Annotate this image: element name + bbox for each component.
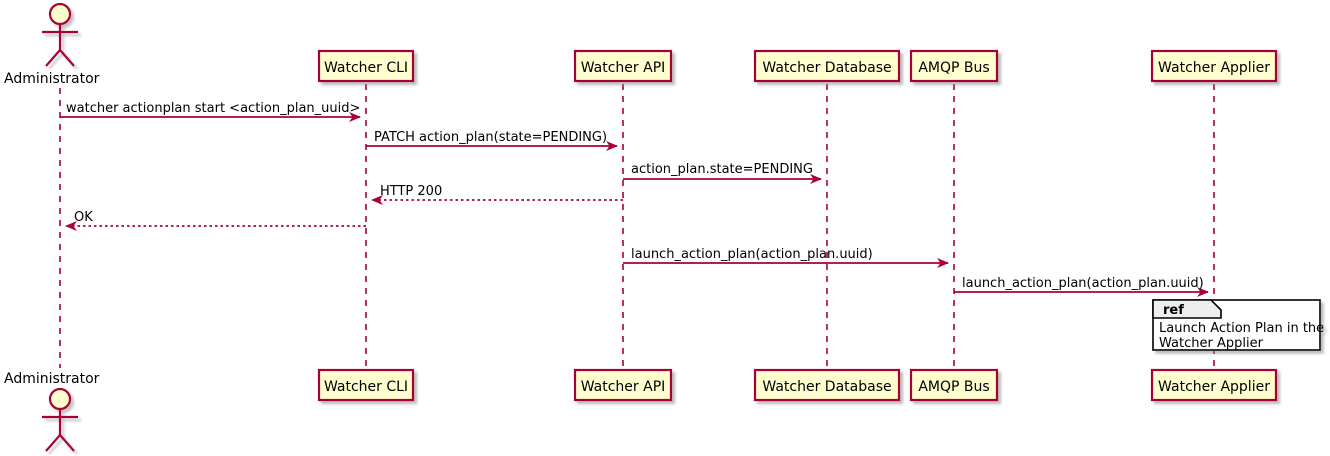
participant-box-watcher-api[interactable] [573, 49, 673, 83]
message-label-4: HTTP 200 [380, 184, 442, 199]
participant-box-watcher-applier-bottom[interactable] [1150, 368, 1278, 402]
actor-head-icon-bottom [48, 387, 72, 411]
participant-header-watcher-cli[interactable]: Watcher CLI [317, 49, 415, 83]
participant-label-watcher-cli-bottom: Watcher CLI [324, 379, 408, 395]
message-label-2: PATCH action_plan(state=PENDING) [374, 130, 607, 145]
actor-left-leg-line-bottom [45, 434, 61, 452]
participant-label-watcher-database: Watcher Database [762, 60, 891, 76]
participant-label-watcher-applier-bottom: Watcher Applier [1158, 379, 1270, 395]
participant-box-watcher-applier[interactable] [1150, 49, 1278, 83]
participant-box-watcher-cli[interactable] [317, 49, 415, 83]
message-1: watcher actionplan start <action_plan_uu… [60, 101, 361, 122]
message-label-7: launch_action_plan(action_plan.uuid) [962, 276, 1204, 291]
ref-fragment-tab [1152, 299, 1222, 319]
participant-box-amqp-bus-bottom[interactable] [909, 368, 999, 402]
participant-label-amqp-bus: AMQP Bus [918, 60, 989, 76]
ref-fragment[interactable]: ref Launch Action Plan in the Watcher Ap… [1152, 299, 1324, 351]
participant-label-watcher-applier: Watcher Applier [1158, 60, 1270, 76]
actor-right-leg-line-bottom [59, 434, 75, 452]
actor-right-leg-line [59, 49, 75, 67]
message-label-5: OK [74, 210, 93, 225]
ref-fragment-line-2: Watcher Applier [1159, 336, 1264, 351]
message-6: launch_action_plan(action_plan.uuid) [623, 247, 949, 268]
participant-footer-watcher-database[interactable]: Watcher Database [753, 368, 901, 402]
lifelines-group [59, 84, 1215, 370]
participant-footer-amqp-bus[interactable]: AMQP Bus [909, 368, 999, 402]
participant-box-watcher-api-bottom[interactable] [573, 368, 673, 402]
participant-box-amqp-bus[interactable] [909, 49, 999, 83]
participant-label-watcher-database-bottom: Watcher Database [762, 379, 891, 395]
participant-header-watcher-api[interactable]: Watcher API [573, 49, 673, 83]
participant-footer-watcher-cli[interactable]: Watcher CLI [317, 368, 415, 402]
participant-header-watcher-database[interactable]: Watcher Database [753, 49, 901, 83]
message-label-1: watcher actionplan start <action_plan_uu… [66, 101, 360, 116]
message-3: action_plan.state=PENDING [623, 162, 822, 184]
message-label-6: launch_action_plan(action_plan.uuid) [631, 247, 873, 262]
ref-fragment-line-1: Launch Action Plan in the [1159, 321, 1324, 336]
actor-administrator-bottom[interactable] [42, 387, 78, 452]
participant-box-watcher-database[interactable] [753, 49, 901, 83]
actor-left-leg-line [45, 49, 61, 67]
actor-label-administrator-top: Administrator [4, 71, 100, 87]
participant-header-watcher-applier[interactable]: Watcher Applier [1150, 49, 1278, 83]
message-5: OK [65, 210, 366, 231]
participant-label-watcher-cli: Watcher CLI [324, 60, 408, 76]
actor-administrator-top[interactable] [42, 2, 78, 67]
message-2: PATCH action_plan(state=PENDING) [366, 130, 618, 151]
participant-footer-watcher-api[interactable]: Watcher API [573, 368, 673, 402]
message-label-3: action_plan.state=PENDING [631, 162, 813, 177]
participant-label-watcher-api: Watcher API [581, 60, 666, 76]
message-4: HTTP 200 [371, 184, 623, 205]
ref-fragment-title: ref [1163, 303, 1184, 318]
message-7: launch_action_plan(action_plan.uuid) [954, 276, 1209, 297]
participant-header-amqp-bus[interactable]: AMQP Bus [909, 49, 999, 83]
participant-label-watcher-api-bottom: Watcher API [581, 379, 666, 395]
actor-head-icon [48, 2, 72, 26]
actor-label-administrator-bottom: Administrator [4, 371, 100, 387]
participant-box-watcher-cli-bottom[interactable] [317, 368, 415, 402]
participant-label-amqp-bus-bottom: AMQP Bus [918, 379, 989, 395]
participant-footer-watcher-applier[interactable]: Watcher Applier [1150, 368, 1278, 402]
participant-box-watcher-database-bottom[interactable] [753, 368, 901, 402]
